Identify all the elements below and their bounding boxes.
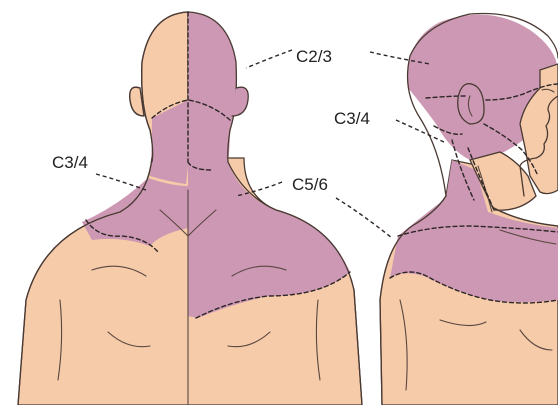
leader-c56-right	[336, 198, 392, 238]
label-c23: C2/3	[296, 47, 332, 66]
posterior-shoulder-zone-right	[188, 100, 350, 318]
label-c34-back: C3/4	[52, 153, 88, 172]
leader-c34-back	[96, 174, 146, 190]
label-c56: C5/6	[292, 175, 328, 194]
lateral-view	[380, 13, 558, 405]
posterior-view	[18, 12, 362, 405]
label-c34-side: C3/4	[334, 109, 370, 128]
leader-c23-left	[246, 50, 292, 68]
